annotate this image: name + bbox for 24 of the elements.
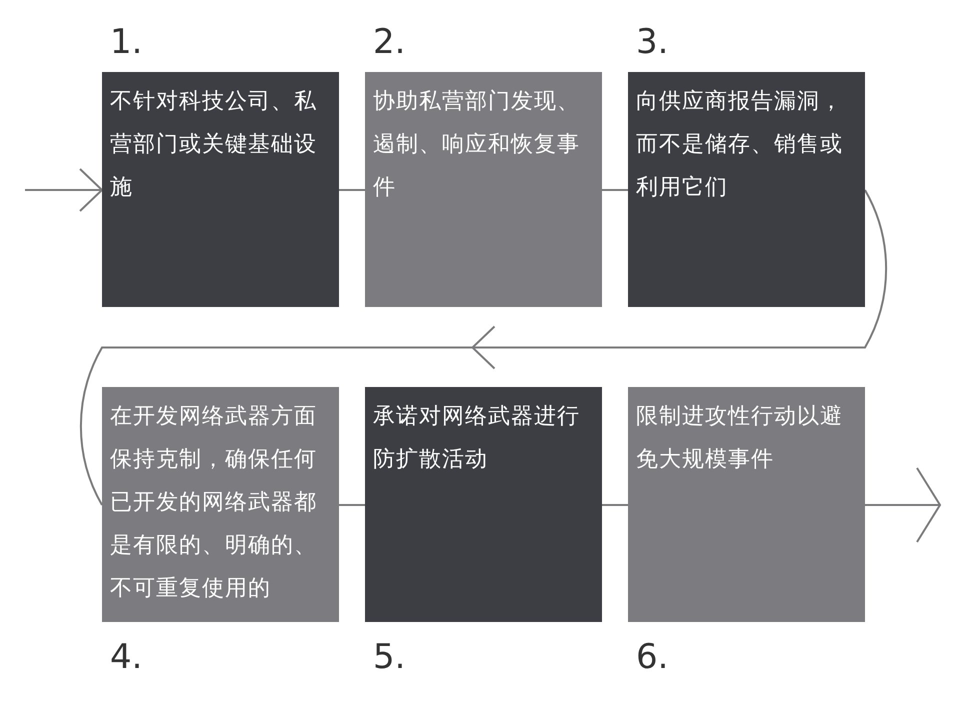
connector-line <box>339 504 365 506</box>
step-text: 协助私营部门发现、遏制、响应和恢复事件 <box>373 88 581 202</box>
step-text: 承诺对网络武器进行防扩散活动 <box>373 403 581 474</box>
step-box <box>365 387 602 622</box>
step-number: 5. <box>373 637 406 677</box>
step-number: 6. <box>636 637 668 677</box>
step-box <box>102 72 339 307</box>
connector-line <box>339 189 365 191</box>
arrow <box>25 168 103 212</box>
connector-line <box>602 189 628 191</box>
step-text: 在开发网络武器方面保持克制，确保任何已开发的网络武器都是有限的、明确的、不可重复使用的 <box>110 403 318 603</box>
step-box <box>365 72 602 307</box>
step-box <box>628 387 865 622</box>
step-number: 3. <box>636 22 668 62</box>
step-text: 限制进攻性行动以避免大规模事件 <box>636 403 844 474</box>
arrow <box>865 467 941 543</box>
step-text: 不针对科技公司、私营部门或关键基础设施 <box>110 88 318 202</box>
step-number: 2. <box>373 22 406 62</box>
step-number: 4. <box>110 637 142 677</box>
step-text: 向供应商报告漏洞，而不是储存、销售或利用它们 <box>636 88 844 202</box>
step-box <box>628 72 865 307</box>
connector-line <box>602 504 628 506</box>
step-box <box>102 387 339 622</box>
step-number: 1. <box>110 22 142 62</box>
